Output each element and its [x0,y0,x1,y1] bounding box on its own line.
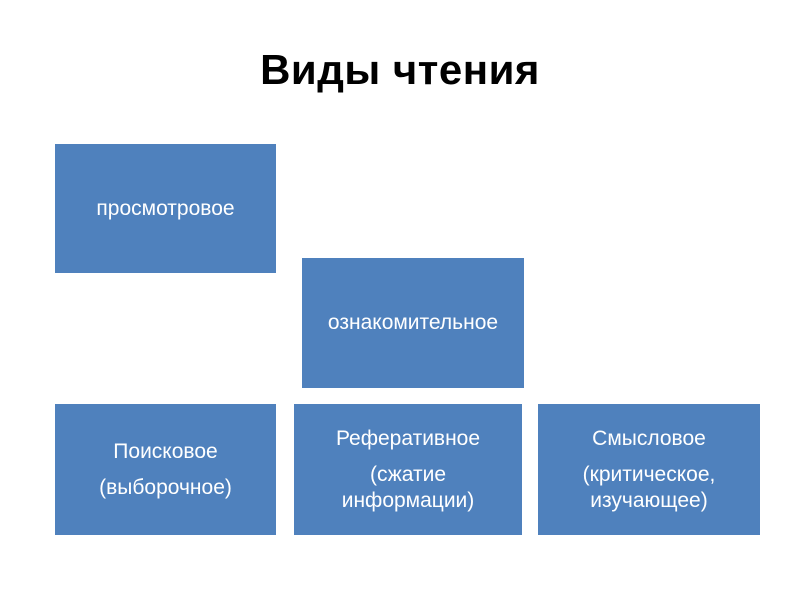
slide-title: Виды чтения [260,46,540,93]
box-prosmotrovoye: просмотровое [55,144,276,273]
box-smyslovoye: Смысловое (критическое, изучающее) [538,404,760,535]
box-label: просмотровое [96,196,235,220]
box-label: Реферативное [335,427,481,451]
box-oznakomitelnoye: ознакомительное [302,258,524,388]
box-label: Смысловое [592,427,706,451]
box-referativnoye: Реферативное (сжатие информации) [294,404,522,535]
box-poiskovoye: Поисковое (выборочное) [55,404,276,535]
box-sublabel: (критическое, изучающее) [582,463,716,512]
box-sublabel: (сжатие информации) [341,463,475,512]
box-label: ознакомительное [327,311,499,335]
box-sublabel: (выборочное) [99,476,232,499]
box-label: Поисковое [113,439,218,463]
